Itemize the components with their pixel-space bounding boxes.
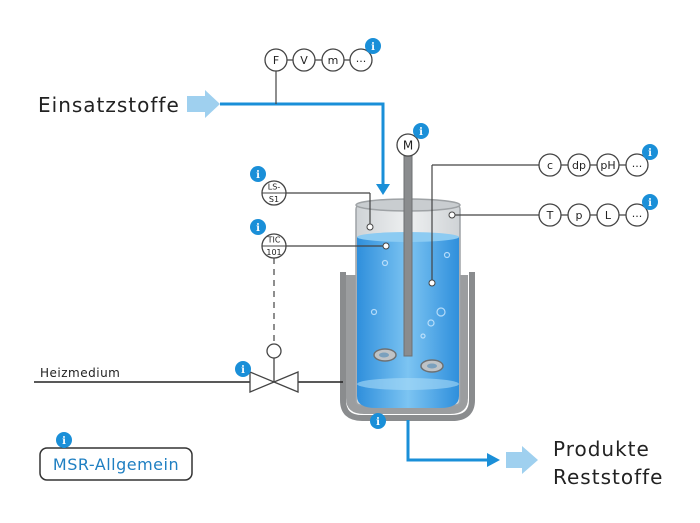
svg-text:pH: pH — [600, 159, 615, 172]
svg-text:i: i — [419, 127, 423, 138]
svg-text:L: L — [605, 209, 612, 222]
msr-allgemein-box[interactable]: MSR-Allgemein — [39, 447, 193, 481]
svg-text:...: ... — [356, 52, 367, 65]
svg-text:c: c — [547, 159, 553, 172]
instrument-c[interactable]: c — [538, 153, 562, 177]
svg-text:i: i — [371, 42, 375, 53]
instrument-dp[interactable]: dp — [567, 153, 591, 177]
concentration-instruments: c dp pH ... — [428, 153, 649, 287]
instrument-p[interactable]: p — [567, 203, 591, 227]
feed-arrow — [187, 90, 220, 118]
label-reststoffe: Reststoffe — [553, 465, 663, 489]
feed-instruments: F V m ... — [264, 48, 373, 72]
info-icon[interactable]: i — [370, 413, 386, 429]
info-icon[interactable]: i — [56, 432, 72, 448]
instrument-more-2[interactable]: ... — [625, 153, 649, 177]
svg-text:LS-: LS- — [268, 183, 281, 192]
level-switch[interactable]: LS- S1 — [261, 180, 374, 231]
agitator — [373, 155, 444, 373]
svg-text:101: 101 — [266, 248, 281, 257]
svg-text:i: i — [376, 417, 380, 428]
info-icon[interactable]: i — [235, 361, 251, 377]
svg-text:F: F — [273, 54, 279, 67]
svg-text:i: i — [648, 198, 652, 209]
info-icon[interactable]: i — [250, 219, 266, 235]
label-produkte: Produkte — [553, 437, 650, 461]
svg-text:...: ... — [632, 157, 643, 170]
svg-text:m: m — [328, 54, 339, 67]
product-arrow — [506, 446, 538, 474]
svg-text:...: ... — [632, 207, 643, 220]
instrument-F[interactable]: F — [264, 48, 288, 72]
info-icon[interactable]: i — [413, 123, 429, 139]
heating-line — [34, 343, 343, 393]
outlet-line — [406, 420, 538, 474]
instrument-V[interactable]: V — [292, 48, 316, 72]
svg-text:p: p — [576, 209, 583, 222]
info-icon[interactable]: i — [365, 38, 381, 54]
feed-line — [187, 70, 390, 195]
svg-text:V: V — [300, 54, 308, 67]
instrument-more[interactable]: ... — [349, 48, 373, 72]
svg-text:dp: dp — [572, 159, 586, 172]
instrument-more-3[interactable]: ... — [625, 203, 649, 227]
svg-text:i: i — [62, 436, 66, 447]
instrument-pH[interactable]: pH — [596, 153, 620, 177]
state-instruments: T p L ... — [448, 203, 649, 227]
label-einsatzstoffe: Einsatzstoffe — [38, 93, 180, 117]
instrument-L[interactable]: L — [596, 203, 620, 227]
instrument-m[interactable]: m — [321, 48, 345, 72]
info-icon[interactable]: i — [250, 166, 266, 182]
info-icon[interactable]: i — [642, 144, 658, 160]
svg-text:S1: S1 — [269, 195, 279, 204]
svg-text:TIC: TIC — [267, 236, 281, 245]
svg-text:i: i — [241, 365, 245, 376]
svg-text:i: i — [648, 148, 652, 159]
info-icon[interactable]: i — [642, 194, 658, 210]
motor[interactable]: M — [396, 133, 420, 157]
control-valve[interactable] — [249, 343, 299, 393]
svg-text:T: T — [546, 209, 554, 222]
svg-text:i: i — [256, 223, 260, 234]
msr-allgemein-label: MSR-Allgemein — [53, 455, 179, 474]
motor-label: M — [403, 139, 413, 153]
svg-text:i: i — [256, 170, 260, 181]
instrument-T[interactable]: T — [538, 203, 562, 227]
temperature-controller[interactable]: TIC 101 — [261, 233, 390, 344]
label-heizmedium: Heizmedium — [40, 366, 120, 380]
